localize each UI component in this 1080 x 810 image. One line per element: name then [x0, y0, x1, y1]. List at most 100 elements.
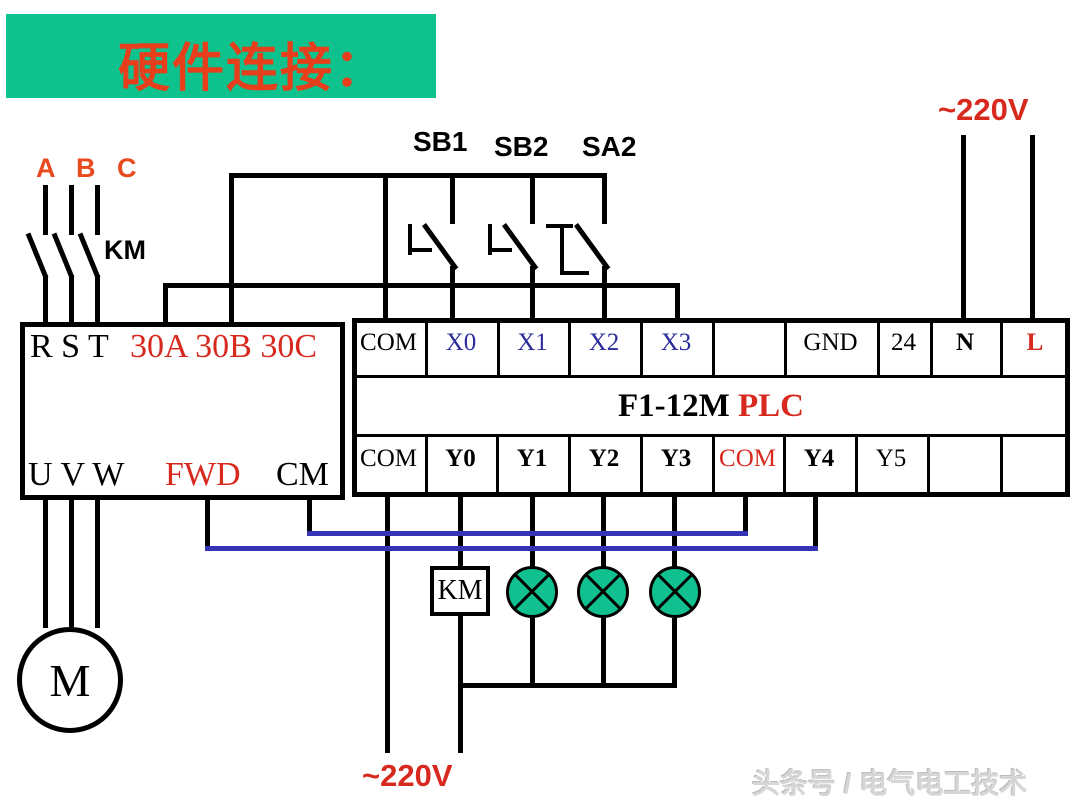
- plc-terminal-com-in: COM: [360, 329, 417, 356]
- drive-fault-terminals: 30A 30B 30C: [130, 328, 318, 365]
- sb1-actuator-bar: [408, 224, 412, 255]
- plc-terminal-y3: Y3: [660, 445, 692, 472]
- wire-drive-to-lower-bus: [163, 283, 168, 325]
- plc-divider: [712, 437, 715, 492]
- km-contact-blade-b: [51, 232, 75, 279]
- plc-terminal-x2: X2: [588, 329, 620, 356]
- sb1-label: SB1: [413, 126, 468, 157]
- plc-divider: [712, 323, 715, 375]
- sa2-selector-top-tick: [546, 224, 573, 228]
- wire-phase-a-upper: [43, 185, 48, 235]
- wire-sb1-to-x0: [450, 266, 455, 321]
- wire-lamp-return-bus: [458, 683, 677, 688]
- plc-row-separator-top: [357, 375, 1065, 378]
- wire-sb2-top-stub: [530, 173, 535, 224]
- plc-terminal-x0: X0: [445, 329, 477, 356]
- plc-box: [352, 318, 1070, 497]
- plc-terminal-y0: Y0: [445, 445, 476, 472]
- wire-phase-a-lower: [43, 275, 48, 325]
- ac-220v-top-label: ~220V: [938, 92, 1029, 127]
- plc-terminal-y1: Y1: [516, 445, 548, 472]
- drive-fwd-terminal: FWD: [165, 456, 241, 493]
- plc-divider: [497, 323, 500, 375]
- plc-terminal-x1: X1: [517, 329, 548, 356]
- plc-divider: [1000, 437, 1003, 492]
- plc-divider: [783, 437, 786, 492]
- page-title: 硬件连接：: [118, 40, 389, 98]
- wire-bus-to-x3: [675, 283, 680, 321]
- wire-w-to-motor: [95, 500, 100, 628]
- inverter-box: [20, 322, 345, 500]
- wire-sb1-top-stub: [450, 173, 455, 224]
- wire-com2-down: [743, 497, 748, 534]
- sb1-contact-blade: [421, 223, 459, 271]
- wire-sb2-to-x1: [530, 266, 535, 321]
- wire-blue-cm-to-com2: [307, 531, 748, 536]
- plc-divider: [568, 323, 571, 375]
- plc-row-separator-bottom: [357, 434, 1065, 437]
- wire-phase-c-upper: [95, 185, 100, 235]
- title-banner: 硬件连接：: [6, 14, 436, 98]
- wire-sa2-to-x2: [602, 266, 607, 321]
- km-contactor-label: KM: [104, 235, 146, 265]
- drive-rst-terminals: R S T: [30, 328, 109, 365]
- drive-cm-terminal: CM: [276, 456, 329, 493]
- wire-drive-to-top-bus: [229, 173, 234, 325]
- sa2-contact-blade: [573, 223, 611, 271]
- wire-top-bus: [229, 173, 607, 178]
- plc-terminal-24: 24: [891, 329, 916, 356]
- indicator-lamp-y1: [506, 566, 558, 618]
- wire-com-out-down: [385, 497, 390, 753]
- plc-divider: [425, 323, 428, 375]
- watermark: 头条号 / 电气电工技术: [752, 768, 1028, 799]
- plc-divider: [640, 323, 643, 375]
- plc-terminal-y5: Y5: [875, 445, 907, 472]
- km-contact-blade-a: [25, 232, 49, 279]
- plc-type: PLC: [738, 388, 805, 424]
- plc-terminal-y2: Y2: [588, 445, 620, 472]
- wire-220v-to-n: [961, 135, 966, 321]
- wire-y4-down: [813, 497, 818, 549]
- plc-divider: [855, 437, 858, 492]
- km-coil: KM: [430, 566, 490, 616]
- wire-lamp3-down: [672, 618, 677, 686]
- plc-divider: [930, 323, 933, 375]
- sb1-actuator-tick: [408, 248, 432, 252]
- indicator-lamp-y2: [577, 566, 629, 618]
- plc-terminal-n: N: [955, 329, 975, 356]
- wire-cm-down: [307, 500, 312, 534]
- plc-terminal-x3: X3: [660, 329, 692, 356]
- wire-bus-to-com-input: [383, 173, 388, 321]
- wire-sa2-top-stub: [602, 173, 607, 224]
- wire-blue-fwd-to-y4: [205, 546, 818, 551]
- wire-phase-b-lower: [69, 275, 74, 325]
- plc-terminal-y4: Y4: [803, 445, 835, 472]
- plc-divider: [784, 323, 787, 375]
- ac-220v-bottom-label: ~220V: [362, 758, 453, 793]
- plc-divider: [640, 437, 643, 492]
- sb2-actuator-bar: [488, 224, 492, 255]
- wire-phase-c-lower: [95, 275, 100, 325]
- wire-lamp2-down: [601, 618, 606, 686]
- motor-label: M: [49, 654, 91, 706]
- plc-terminal-gnd: GND: [803, 329, 858, 356]
- sa2-selector-bottom-tick: [560, 271, 589, 275]
- plc-divider: [496, 437, 499, 492]
- plc-divider: [927, 437, 930, 492]
- sa2-selector-bar: [560, 224, 564, 275]
- plc-divider: [1000, 323, 1003, 375]
- plc-divider: [568, 437, 571, 492]
- sa2-label: SA2: [582, 131, 637, 162]
- plc-terminal-com-out: COM: [360, 445, 417, 472]
- plc-model: F1-12M: [617, 388, 730, 424]
- phase-labels-abc: A B C: [36, 153, 144, 183]
- motor: M: [17, 627, 123, 733]
- sb2-actuator-tick: [488, 248, 512, 252]
- wire-v-to-motor: [69, 500, 74, 628]
- wire-lower-bus: [163, 283, 680, 288]
- wire-lamp1-down: [530, 618, 535, 686]
- plc-terminal-com2: COM: [719, 445, 776, 472]
- plc-divider: [877, 323, 880, 375]
- sb2-label: SB2: [494, 131, 549, 162]
